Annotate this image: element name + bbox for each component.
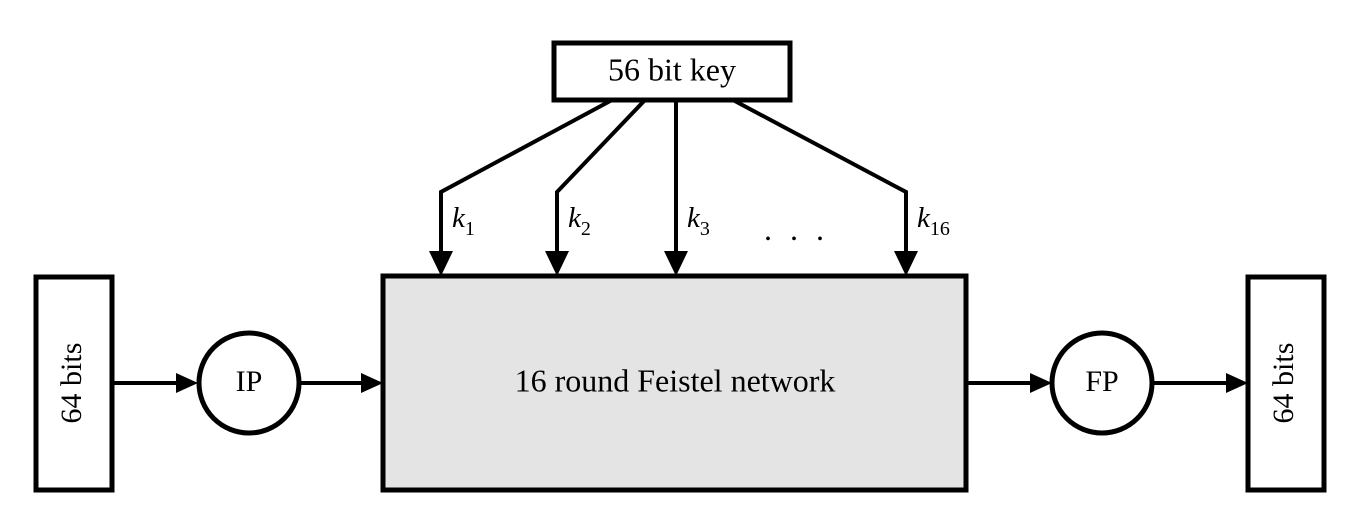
subkey-label-k16-base: k	[917, 202, 931, 234]
subkey-arrow-k2: k2	[545, 98, 647, 276]
arrow-feistel-to-fp-head	[1030, 373, 1052, 393]
subkey-label-k1: k1	[452, 202, 475, 240]
key-block-rect	[551, 40, 793, 103]
output-block-rect	[1245, 274, 1327, 493]
subkey-arrow-k1-path	[439, 98, 613, 262]
feistel-network-label: 16 round Feistel network	[515, 362, 836, 398]
subkey-label-k2-sub: 2	[581, 218, 591, 240]
final-permutation-group: FP	[1049, 330, 1155, 436]
subkey-arrow-k2-head	[545, 251, 569, 276]
output-block-group: 64 bits	[1245, 274, 1327, 493]
subkey-ellipsis: . . .	[764, 211, 829, 247]
input-block-rect	[33, 274, 115, 493]
feistel-network-rect	[380, 273, 969, 493]
key-block-group: 56 bit key	[551, 40, 793, 103]
subkey-label-k2: k2	[568, 202, 591, 240]
subkey-label-k3: k3	[687, 202, 710, 240]
arrow-ip-to-feistel	[299, 373, 383, 393]
subkey-arrow-k1: k1	[429, 98, 613, 276]
subkey-arrow-k16-path	[732, 98, 908, 262]
input-block-label: 64 bits	[55, 343, 88, 424]
initial-permutation-label: IP	[236, 365, 263, 398]
subkey-arrow-k16: k16	[732, 98, 950, 276]
subkey-label-k1-base: k	[452, 202, 466, 234]
subkey-arrow-k1-head	[429, 251, 453, 276]
subkey-arrow-k16-head	[894, 251, 918, 276]
subkey-label-k16-sub: 16	[930, 218, 950, 240]
subkey-arrow-k2-path	[555, 98, 647, 262]
initial-permutation-group: IP	[196, 330, 302, 436]
subkey-label-k2-base: k	[568, 202, 582, 234]
output-block-label: 64 bits	[1267, 343, 1300, 424]
arrow-fp-to-output	[1152, 373, 1248, 393]
arrow-ip-to-feistel-head	[361, 373, 383, 393]
key-block-label: 56 bit key	[608, 51, 736, 87]
input-block-group: 64 bits	[33, 274, 115, 493]
subkey-arrow-k3: k3	[664, 100, 710, 276]
arrow-input-to-ip	[112, 373, 198, 393]
arrow-fp-to-output-head	[1226, 373, 1248, 393]
arrow-feistel-to-fp	[966, 373, 1052, 393]
subkey-arrow-k3-head	[664, 251, 688, 276]
arrow-input-to-ip-head	[176, 373, 198, 393]
feistel-network-group: 16 round Feistel network	[380, 273, 969, 493]
subkey-label-k1-sub: 1	[465, 218, 475, 240]
final-permutation-label: FP	[1085, 365, 1118, 398]
subkey-label-k3-sub: 3	[700, 218, 710, 240]
subkey-label-k3-base: k	[687, 202, 701, 234]
subkey-label-k16: k16	[917, 202, 950, 240]
